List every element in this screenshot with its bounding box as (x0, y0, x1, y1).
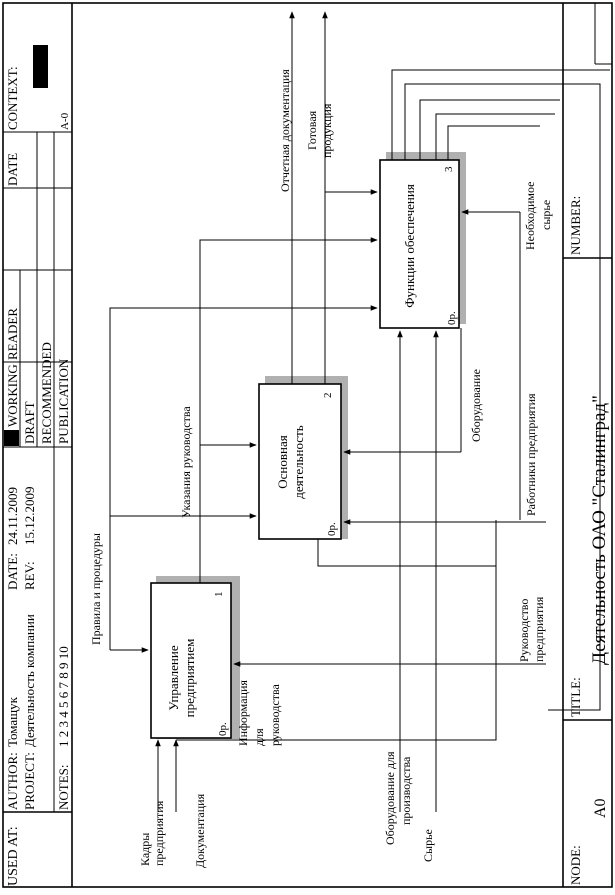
box-2-number: 2 (322, 393, 334, 399)
box-2-label-line-1: Основная (275, 435, 290, 488)
number-label: NUMBER: (568, 196, 583, 255)
label-rukovodstvo-1: Руководство (517, 599, 531, 662)
rev-label: REV: (22, 561, 37, 590)
node-label: NODE: (568, 845, 583, 885)
label-kadry-1: Кадры (138, 833, 152, 866)
label-info-1: Информация (236, 680, 250, 746)
box-2-label-line-2: деятельность (291, 425, 306, 498)
box-1-label-line-1: Управление (166, 645, 181, 710)
label-documentation: Документация (193, 793, 207, 868)
status-publication: PUBLICATION (56, 358, 71, 444)
reader-label: READER (5, 308, 20, 360)
rev-value: 15.12.2009 (22, 487, 37, 546)
label-pravila: Правила и процедуры (89, 533, 103, 645)
notes-label: NOTES: (56, 765, 71, 811)
arrow-loop-top-2 (404, 83, 601, 711)
label-neobhodimoe-1: Необходимое (523, 182, 537, 250)
label-otchetnaya: Отчетная документация (278, 69, 292, 192)
activity-box-3[interactable]: Функции обеспечения 3 0р. (379, 152, 466, 329)
label-oborud-proizv-1: Оборудование для (383, 751, 397, 845)
status-working: WORKING (5, 364, 20, 427)
label-neobhodimoe-2: сырье (539, 200, 553, 230)
activity-box-2[interactable]: Основная деятельность 2 0р. (258, 376, 348, 540)
box-3-label: Функции обеспечения (402, 184, 417, 308)
arrows (109, 11, 610, 812)
date2-label: DATE (5, 153, 20, 186)
arrow-loop-top-3 (419, 99, 560, 160)
label-gotovaya-2: продукция (320, 103, 334, 158)
label-oborudovanie: Оборудование (469, 369, 483, 442)
arrow-loop-top-5 (447, 125, 540, 160)
notes-value: 1 2 3 4 5 6 7 8 9 10 (56, 646, 71, 747)
label-rabotniki: Работники предприятия (524, 393, 538, 516)
working-status-marker (4, 430, 19, 446)
label-ukazaniya: Указания руководства (179, 406, 193, 518)
arrow-ukazaniya-box2 (199, 442, 257, 583)
title-label: TITLE: (568, 677, 583, 717)
context-node: A-0 (59, 112, 71, 130)
label-syrye: Сырье (421, 829, 435, 862)
box-1-label-line-2: предприятием (182, 639, 197, 718)
box-2-cost: 0р. (326, 522, 338, 536)
used-at-label: USED AT: (6, 826, 21, 886)
node-value: A0 (592, 798, 609, 818)
box-1-number: 1 (213, 592, 225, 598)
context-label: CONTEXT: (5, 66, 20, 130)
footer-block (562, 3, 612, 887)
label-info-2: для (252, 728, 266, 746)
date-label: DATE: (5, 553, 20, 590)
activity-box-1[interactable]: Управление предприятием 1 0р. (150, 576, 240, 739)
status-draft: DRAFT (22, 401, 37, 444)
box-3-number: 3 (443, 166, 455, 172)
box-1-cost: 0р. (217, 722, 229, 736)
author-label: AUTHOR: (5, 752, 20, 810)
label-gotovaya-1: Готовая (305, 110, 319, 150)
project-value: Деятельность компании (22, 614, 37, 747)
label-kadry-2: предприятия (152, 800, 166, 866)
label-rukovodstvo-2: предприятия (532, 596, 546, 662)
arrow-info-loop (176, 520, 497, 741)
arrow-loop-top-1 (391, 69, 610, 160)
label-oborud-proizv-2: производства (399, 756, 413, 825)
arrow-ukazaniya-box3 (199, 237, 378, 445)
context-thumbnail (33, 45, 48, 88)
date-value: 24.11.2009 (5, 487, 20, 545)
arrow-box2-loop (317, 539, 496, 567)
header-block (3, 3, 73, 887)
author-value: Томащук (5, 696, 20, 747)
label-info-3: руководства (268, 684, 282, 746)
box-3-cost: 0р. (446, 311, 458, 325)
status-recommended: RECOMMENDED (39, 342, 54, 444)
arrow-loop-top-4 (435, 113, 555, 160)
project-label: PROJECT: (22, 752, 37, 810)
arrow-pravila-box3 (109, 305, 378, 516)
